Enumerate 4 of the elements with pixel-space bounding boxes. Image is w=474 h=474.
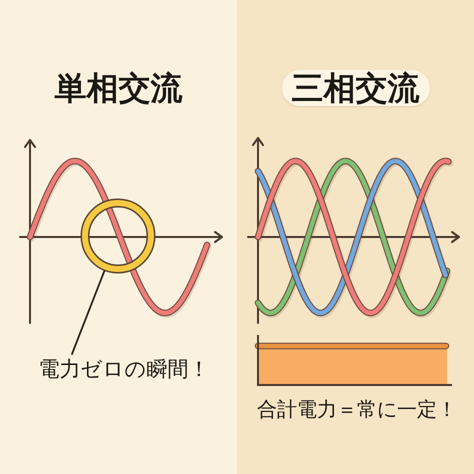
panel-title: 単相交流	[54, 70, 184, 106]
callout-text: 電力ゼロの瞬間！	[24, 354, 224, 384]
panel-title: 三相交流	[282, 70, 430, 106]
caption-text: 合計電力＝常に一定！	[256, 396, 458, 423]
